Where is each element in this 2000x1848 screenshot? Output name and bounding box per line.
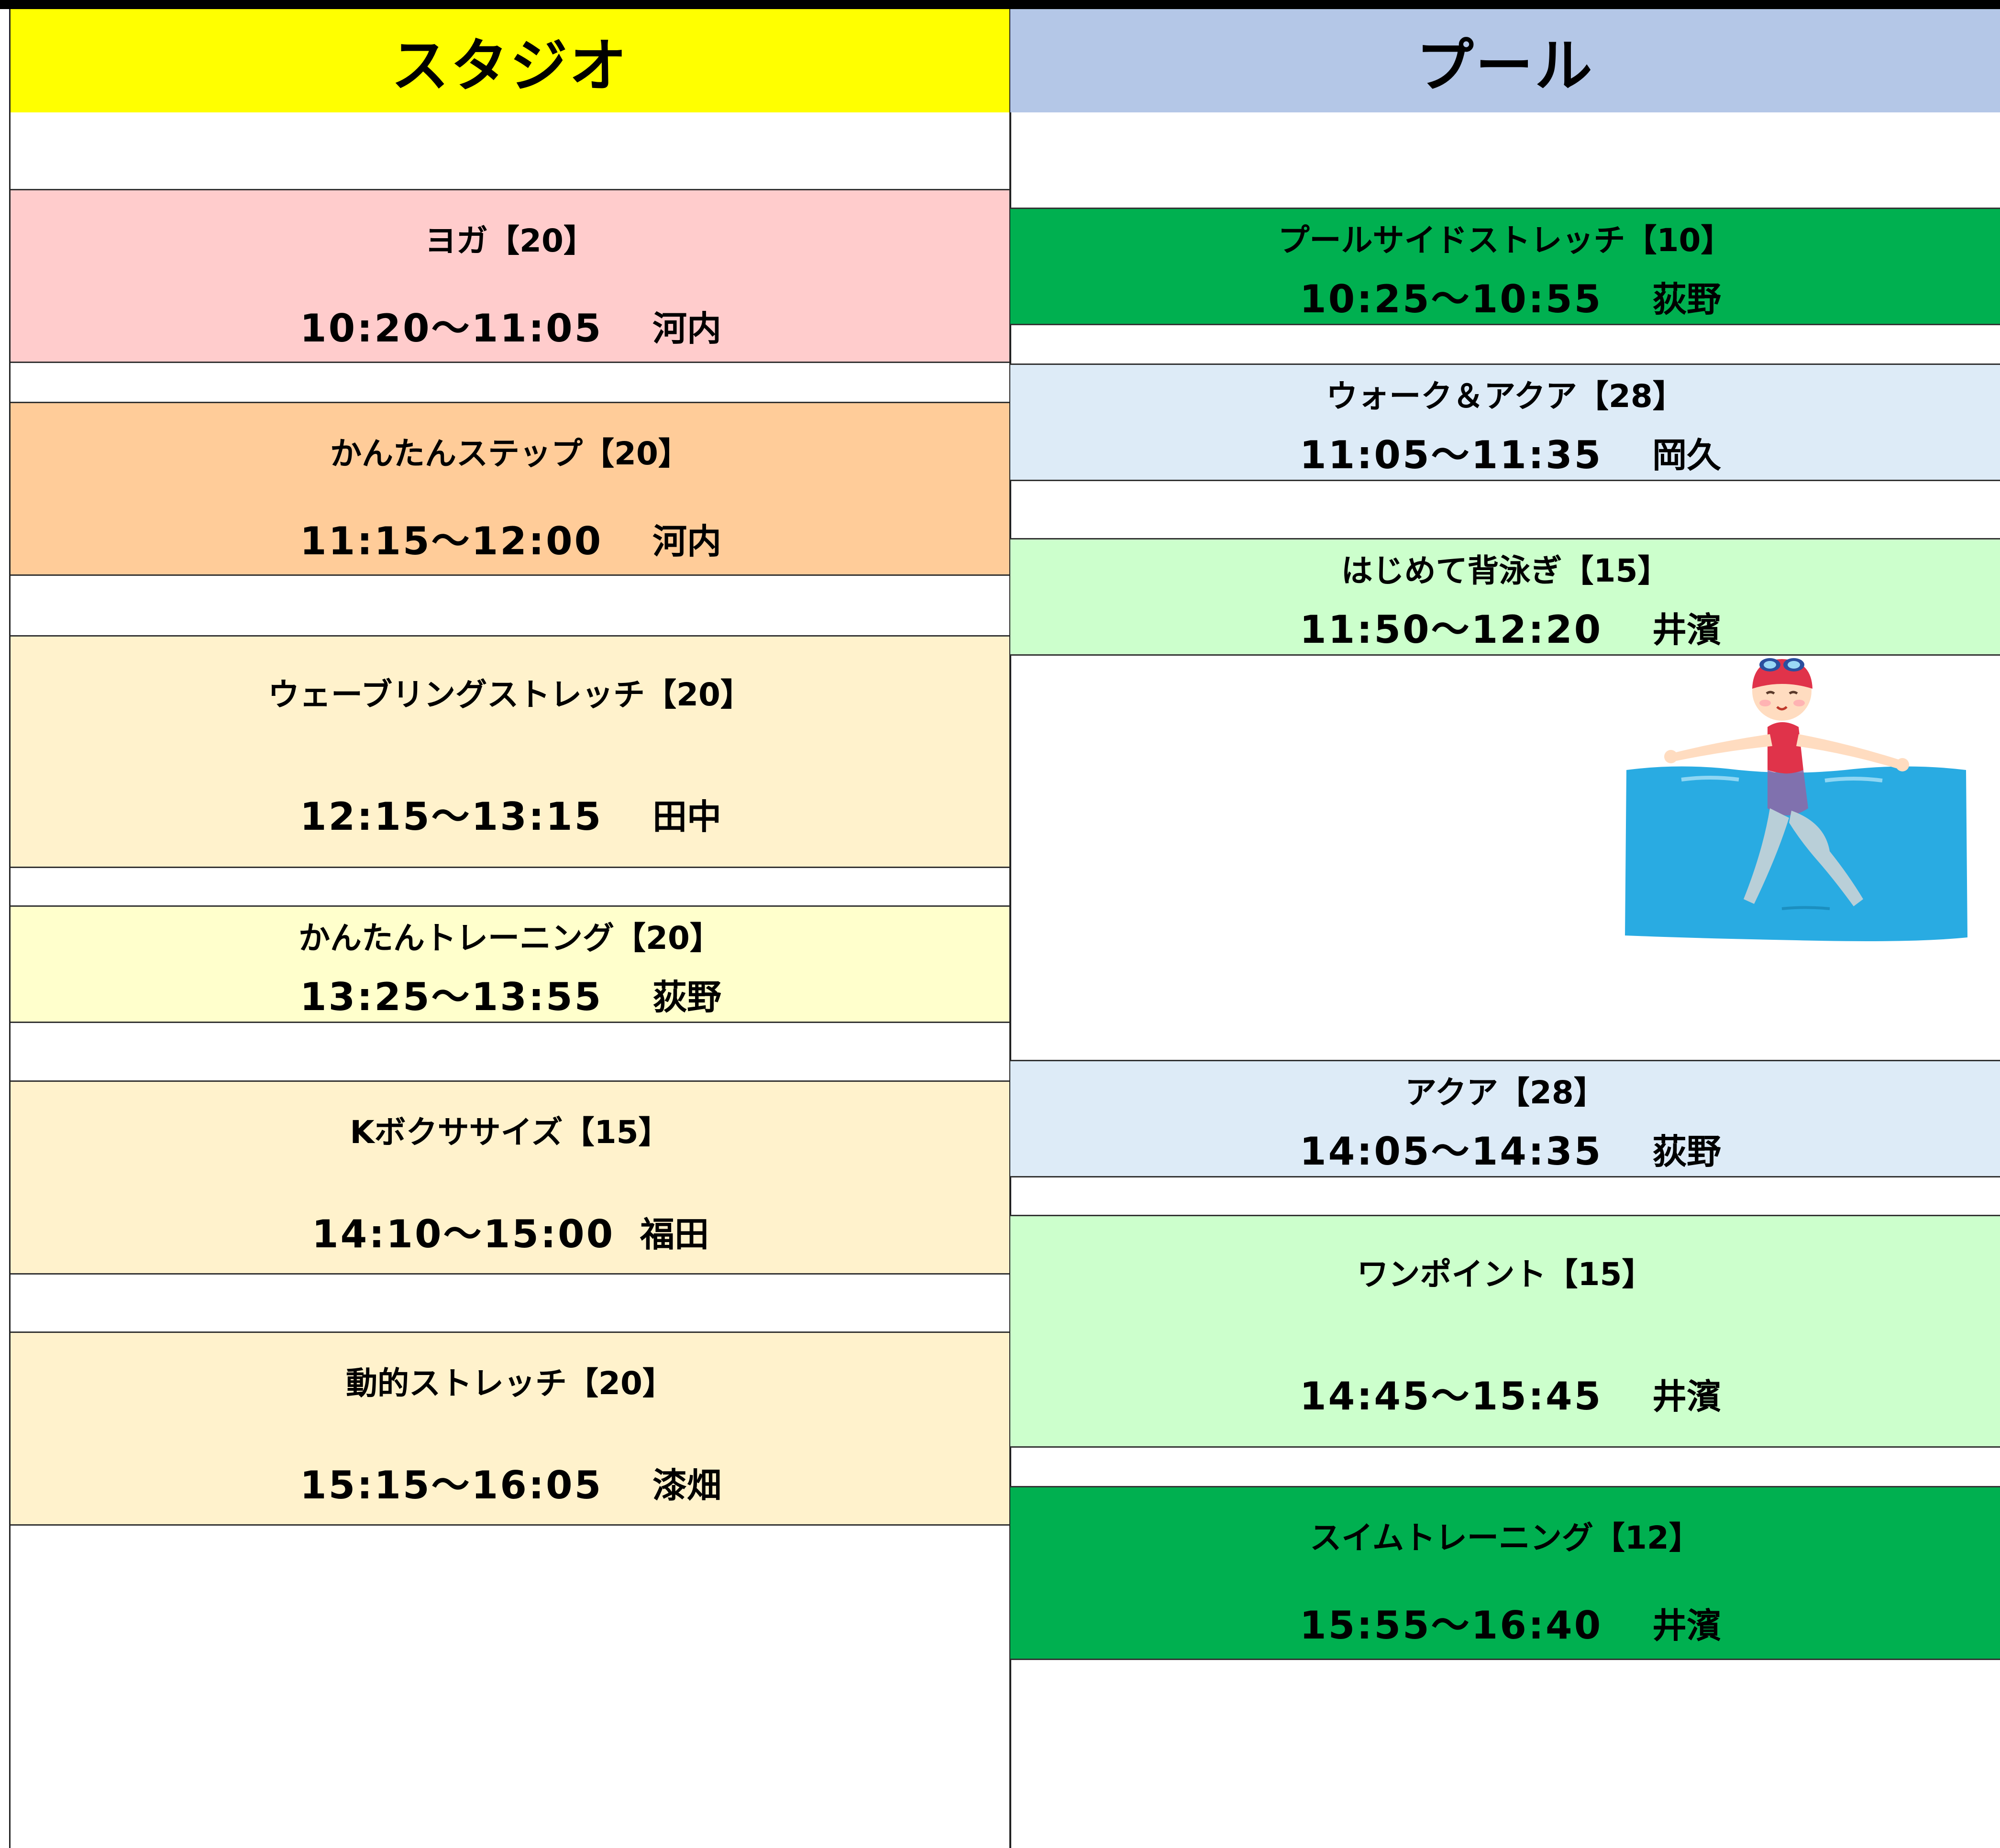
column-divider bbox=[1009, 9, 1011, 1848]
top-border bbox=[0, 0, 2000, 9]
pool-class-walk-aqua[interactable]: ウォーク＆アクア【28】 11:05～11:35 岡久 bbox=[1010, 363, 2000, 481]
class-time: 14:05～14:35 bbox=[1300, 1129, 1603, 1174]
class-instructor: 河内 bbox=[652, 521, 722, 561]
class-instructor: 井濱 bbox=[1652, 610, 1722, 650]
studio-class-kboxercise[interactable]: Kボクササイズ【15】 14:10～15:00 福田 bbox=[11, 1080, 1009, 1275]
class-instructor: 荻野 bbox=[1652, 1132, 1722, 1172]
studio-class-training[interactable]: かんたんトレーニング【20】 13:25～13:55 荻野 bbox=[11, 905, 1009, 1023]
pool-class-onepoint[interactable]: ワンポイント【15】 14:45～15:45 井濱 bbox=[1010, 1215, 2000, 1448]
class-instructor: 岡久 bbox=[1652, 435, 1722, 475]
class-time: 15:15～16:05 bbox=[300, 1463, 603, 1507]
class-time: 10:20～11:05 bbox=[300, 306, 603, 351]
class-title: スイムトレーニング【12】 bbox=[1310, 1519, 1701, 1556]
studio-header: スタジオ bbox=[11, 9, 1009, 112]
class-title: はじめて背泳ぎ【15】 bbox=[1341, 552, 1669, 589]
class-title: ウォーク＆アクア【28】 bbox=[1326, 378, 1684, 415]
class-time: 11:15～12:00 bbox=[300, 519, 603, 563]
class-instructor: 河内 bbox=[652, 308, 722, 349]
class-title: ヨガ【20】 bbox=[425, 222, 595, 259]
studio-class-step[interactable]: かんたんステップ【20】 11:15～12:00 河内 bbox=[11, 402, 1009, 576]
class-time: 14:45～15:45 bbox=[1300, 1374, 1603, 1419]
class-time: 15:55～16:40 bbox=[1300, 1603, 1603, 1648]
pool-class-swim-training[interactable]: スイムトレーニング【12】 15:55～16:40 井濱 bbox=[1010, 1486, 2000, 1660]
class-time: 11:50～12:20 bbox=[1300, 607, 1603, 652]
left-border bbox=[9, 9, 11, 1848]
studio-class-wavering[interactable]: ウェーブリングストレッチ【20】 12:15～13:15 田中 bbox=[11, 635, 1009, 868]
pool-class-backstroke[interactable]: はじめて背泳ぎ【15】 11:50～12:20 井濱 bbox=[1010, 538, 2000, 656]
pool-class-aqua[interactable]: アクア【28】 14:05～14:35 荻野 bbox=[1010, 1060, 2000, 1177]
pool-class-poolside-stretch[interactable]: プールサイドストレッチ【10】 10:25～10:55 荻野 bbox=[1010, 208, 2000, 325]
class-instructor: 荻野 bbox=[1652, 279, 1722, 319]
class-time: 10:25～10:55 bbox=[1300, 277, 1603, 321]
studio-class-yoga[interactable]: ヨガ【20】 10:20～11:05 河内 bbox=[11, 189, 1009, 363]
class-time: 12:15～13:15 bbox=[300, 794, 603, 839]
class-title: プールサイドストレッチ【10】 bbox=[1278, 222, 1733, 259]
class-instructor: 福田 bbox=[640, 1214, 709, 1254]
studio-column: スタジオ ヨガ【20】 10:20～11:05 河内 かんたんステップ【20】 … bbox=[0, 9, 1010, 1848]
class-title: かんたんステップ【20】 bbox=[330, 435, 690, 472]
class-instructor: 田中 bbox=[652, 797, 722, 837]
class-instructor: 井濱 bbox=[1652, 1376, 1722, 1417]
class-title: かんたんトレーニング【20】 bbox=[298, 920, 721, 957]
studio-class-dynamic-stretch[interactable]: 動的ストレッチ【20】 15:15～16:05 漆畑 bbox=[11, 1331, 1009, 1526]
class-title: Kボクササイズ【15】 bbox=[350, 1114, 670, 1151]
class-instructor: 漆畑 bbox=[652, 1465, 722, 1506]
class-title: アクア【28】 bbox=[1405, 1074, 1605, 1111]
class-title: ワンポイント【15】 bbox=[1357, 1256, 1654, 1293]
class-time: 11:05～11:35 bbox=[1300, 433, 1603, 477]
class-title: ウェーブリングストレッチ【20】 bbox=[268, 676, 752, 713]
class-instructor: 井濱 bbox=[1652, 1606, 1722, 1646]
class-time: 13:25～13:55 bbox=[300, 975, 603, 1019]
class-instructor: 荻野 bbox=[652, 977, 722, 1017]
pool-header: プール bbox=[1010, 9, 2000, 112]
class-title: 動的ストレッチ【20】 bbox=[346, 1365, 674, 1402]
swimmer-icon bbox=[1625, 658, 1967, 941]
class-time: 14:10～15:00 bbox=[312, 1212, 615, 1256]
pool-column: プール プールサイドストレッチ【10】 10:25～10:55 荻野 ウォーク＆… bbox=[1010, 9, 2000, 1848]
